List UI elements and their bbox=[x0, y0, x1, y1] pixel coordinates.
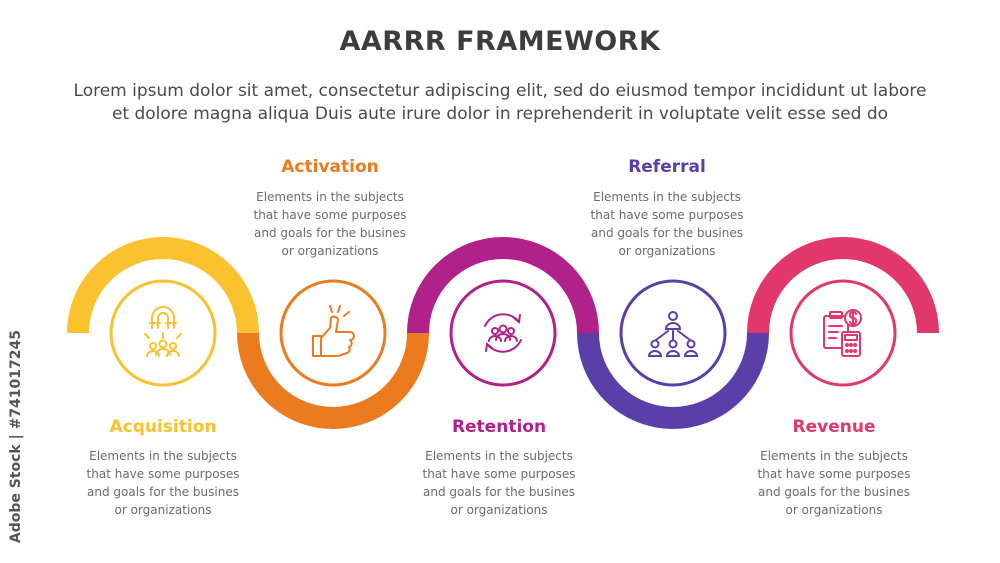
wave-segment-referral bbox=[577, 332, 769, 429]
stage-desc-line: Elements in the subjects bbox=[760, 449, 908, 463]
stage-desc-line: that have some purposes bbox=[253, 208, 407, 222]
stage-desc-line: and goals for the busines bbox=[758, 485, 910, 499]
stage-label-activation: Activation bbox=[281, 157, 379, 177]
wave-segment-activation bbox=[237, 332, 429, 429]
page-subtitle: Lorem ipsum dolor sit amet, consectetur … bbox=[40, 80, 960, 126]
stage-desc-retention: Elements in the subjects that have some … bbox=[399, 447, 599, 519]
stage-desc-line: and goals for the busines bbox=[254, 226, 406, 240]
stage-desc-line: Elements in the subjects bbox=[89, 449, 237, 463]
stage-desc-line: that have some purposes bbox=[757, 467, 911, 481]
wave-segment-retention bbox=[407, 237, 599, 334]
people-cycle-icon bbox=[484, 313, 522, 353]
stage-desc-line: or organizations bbox=[281, 244, 379, 258]
stage-desc-line: Elements in the subjects bbox=[425, 449, 573, 463]
page-title: AARRR FRAMEWORK bbox=[339, 26, 661, 57]
stage-desc-line: and goals for the busines bbox=[591, 226, 743, 240]
stage-desc-line: Elements in the subjects bbox=[256, 190, 404, 204]
stage-label-acquisition: Acquisition bbox=[109, 417, 217, 437]
stage-desc-line: or organizations bbox=[450, 503, 548, 517]
stage-desc-revenue: Elements in the subjects that have some … bbox=[734, 447, 934, 519]
stage-desc-line: or organizations bbox=[114, 503, 212, 517]
magnet-people-icon bbox=[144, 306, 182, 357]
wave-segment-acquisition bbox=[67, 237, 259, 334]
stage-desc-activation: Elements in the subjects that have some … bbox=[230, 188, 430, 260]
thumbs-up-icon bbox=[312, 305, 355, 357]
stage-desc-line: or organizations bbox=[618, 244, 716, 258]
stage-label-revenue: Revenue bbox=[792, 417, 876, 437]
clipboard-calculator-icon bbox=[823, 309, 862, 357]
stage-desc-line: and goals for the busines bbox=[87, 485, 239, 499]
stage-desc-line: or organizations bbox=[785, 503, 883, 517]
subtitle-line-2: et dolore magna aliqua Duis aute irure d… bbox=[111, 104, 889, 124]
subtitle-line-1: Lorem ipsum dolor sit amet, consectetur … bbox=[73, 81, 927, 101]
stage-label-retention: Retention bbox=[451, 417, 547, 437]
stage-desc-line: that have some purposes bbox=[590, 208, 744, 222]
stock-watermark: Adobe Stock | #741017245 bbox=[8, 330, 24, 544]
wave-segment-revenue bbox=[747, 237, 939, 334]
stage-desc-line: and goals for the busines bbox=[423, 485, 575, 499]
stage-desc-line: that have some purposes bbox=[422, 467, 576, 481]
stage-desc-acquisition: Elements in the subjects that have some … bbox=[63, 447, 263, 519]
stage-desc-line: Elements in the subjects bbox=[593, 190, 741, 204]
network-hierarchy-icon bbox=[647, 311, 699, 357]
stage-desc-referral: Elements in the subjects that have some … bbox=[567, 188, 767, 260]
stage-label-referral: Referral bbox=[628, 157, 706, 177]
stage-desc-line: that have some purposes bbox=[86, 467, 240, 481]
stage-circle-activation bbox=[279, 279, 387, 387]
